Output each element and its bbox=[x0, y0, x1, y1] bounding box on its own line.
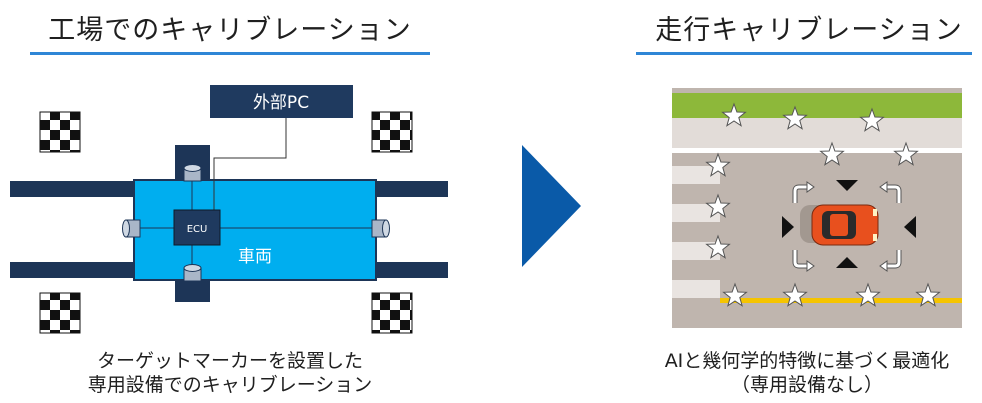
driving-calibration-caption: AIと幾何学的特徴に基づく最適化 （専用設備なし） bbox=[632, 349, 982, 397]
grass-strip bbox=[672, 93, 962, 118]
right-caption-line2: （専用設備なし） bbox=[730, 374, 883, 396]
target-marker-bottom-right bbox=[371, 292, 413, 334]
triangle-right-icon bbox=[904, 216, 916, 238]
driving-calibration-title: 走行キャリブレーション bbox=[655, 15, 963, 46]
star-icon bbox=[782, 282, 808, 307]
top-sensor-icon bbox=[183, 164, 202, 182]
turn-arrow-top-left-icon bbox=[792, 181, 815, 203]
feature-points bbox=[705, 102, 941, 307]
left-sensor-icon bbox=[122, 219, 141, 238]
star-icon bbox=[782, 105, 808, 130]
turn-arrow-bottom-left-icon bbox=[792, 250, 815, 272]
star-icon bbox=[859, 107, 885, 132]
factory-calibration-caption: ターゲットマーカーを設置した 専用設備でのキャリブレーション bbox=[20, 349, 440, 397]
pc-to-ecu-cable bbox=[213, 118, 287, 210]
star-icon bbox=[893, 141, 919, 166]
factory-calibration-title: 工場でのキャリブレーション bbox=[48, 15, 412, 46]
turn-arrow-top-right-icon bbox=[879, 181, 902, 203]
right-caption-line1: AIと幾何学的特徴に基づく最適化 bbox=[664, 350, 950, 372]
right-sensor-icon bbox=[371, 219, 390, 238]
star-icon bbox=[819, 141, 845, 166]
triangle-up-icon bbox=[836, 180, 858, 191]
target-marker-bottom-left bbox=[39, 292, 81, 334]
bottom-sensor-icon bbox=[183, 264, 202, 282]
star-icon bbox=[721, 102, 747, 127]
crosswalk bbox=[672, 166, 720, 298]
star-icon bbox=[705, 234, 731, 259]
left-title-underline bbox=[30, 52, 430, 55]
triangle-down-icon bbox=[836, 257, 858, 268]
turn-arrow-bottom-right-icon bbox=[879, 250, 902, 272]
ecu-label: ECU bbox=[187, 224, 208, 235]
yellow-lane-line bbox=[720, 298, 962, 303]
external-pc-box bbox=[210, 85, 353, 118]
star-icon bbox=[705, 152, 731, 177]
factory-calibration-diagram: 外部PC ECU 車両 bbox=[10, 85, 448, 334]
star-icon bbox=[855, 282, 881, 307]
star-icon bbox=[722, 282, 748, 307]
ecu-box bbox=[173, 209, 221, 246]
right-title-underline bbox=[636, 52, 972, 55]
vehicle-label: 車両 bbox=[238, 247, 272, 267]
process-arrow-icon bbox=[522, 145, 581, 267]
star-icon bbox=[915, 282, 941, 307]
left-caption-line1: ターゲットマーカーを設置した bbox=[96, 350, 363, 372]
external-pc-label: 外部PC bbox=[253, 93, 309, 113]
driving-calibration-scene bbox=[672, 88, 962, 328]
car-icon bbox=[800, 204, 879, 246]
sidewalk-strip bbox=[672, 118, 962, 148]
target-marker-top-right bbox=[371, 111, 413, 153]
star-icon bbox=[705, 193, 731, 218]
target-marker-top-left bbox=[39, 111, 81, 153]
left-caption-line2: 専用設備でのキャリブレーション bbox=[87, 374, 373, 396]
triangle-left-icon bbox=[782, 216, 794, 238]
white-lane-line bbox=[672, 148, 962, 153]
